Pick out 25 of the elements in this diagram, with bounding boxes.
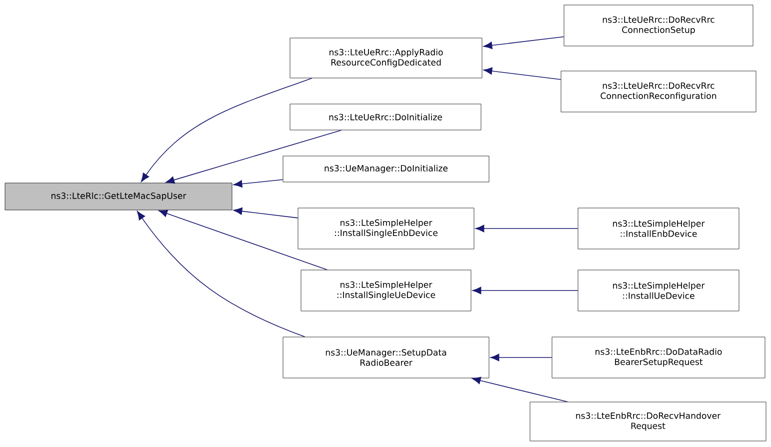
- arrow: [137, 211, 306, 338]
- function-box: ns3::LteEnbRrc::DoDataRadio BearerSetupRequest: [552, 336, 766, 378]
- function-box: ns3::LteSimpleHelper ::InstallSingleUeDevice: [300, 270, 472, 312]
- function-box: ns3::LteSimpleHelper ::InstallSingleEnbDevice: [298, 208, 474, 250]
- function-box: ns3::LteEnbRrc::DoRecvHandover Request: [530, 402, 766, 442]
- arrow: [483, 67, 562, 80]
- function-box: ns3::LteUeRrc::DoInitialize: [290, 104, 482, 130]
- arrow: [233, 179, 284, 188]
- function-box: ns3::LteUeRrc::DoRecvRrc ConnectionReconfiguration: [560, 70, 756, 112]
- arrow: [490, 354, 552, 362]
- arrow: [472, 376, 568, 402]
- function-box: ns3::UeManager::DoInitialize: [282, 156, 490, 182]
- function-box: ns3::UeManager::SetupData RadioBearer: [282, 336, 490, 378]
- function-box: ns3::LteUeRrc::ApplyRadio ResourceConfigDedicated: [290, 38, 482, 78]
- function-box: ns3::LteUeRrc::DoRecvRrc ConnectionSetup: [564, 4, 754, 46]
- arrow: [233, 208, 298, 218]
- function-box: ns3::LteRlc::GetLteMacSapUser: [4, 182, 232, 210]
- arrow: [483, 36, 564, 50]
- arrow: [141, 78, 312, 182]
- function-box: ns3::LteSimpleHelper ::InstallUeDevice: [578, 270, 740, 312]
- arrow: [472, 286, 578, 294]
- arrow: [166, 130, 342, 184]
- arrow: [158, 210, 328, 270]
- function-box: ns3::LteSimpleHelper ::InstallEnbDevice: [578, 208, 740, 250]
- arrow: [475, 224, 578, 232]
